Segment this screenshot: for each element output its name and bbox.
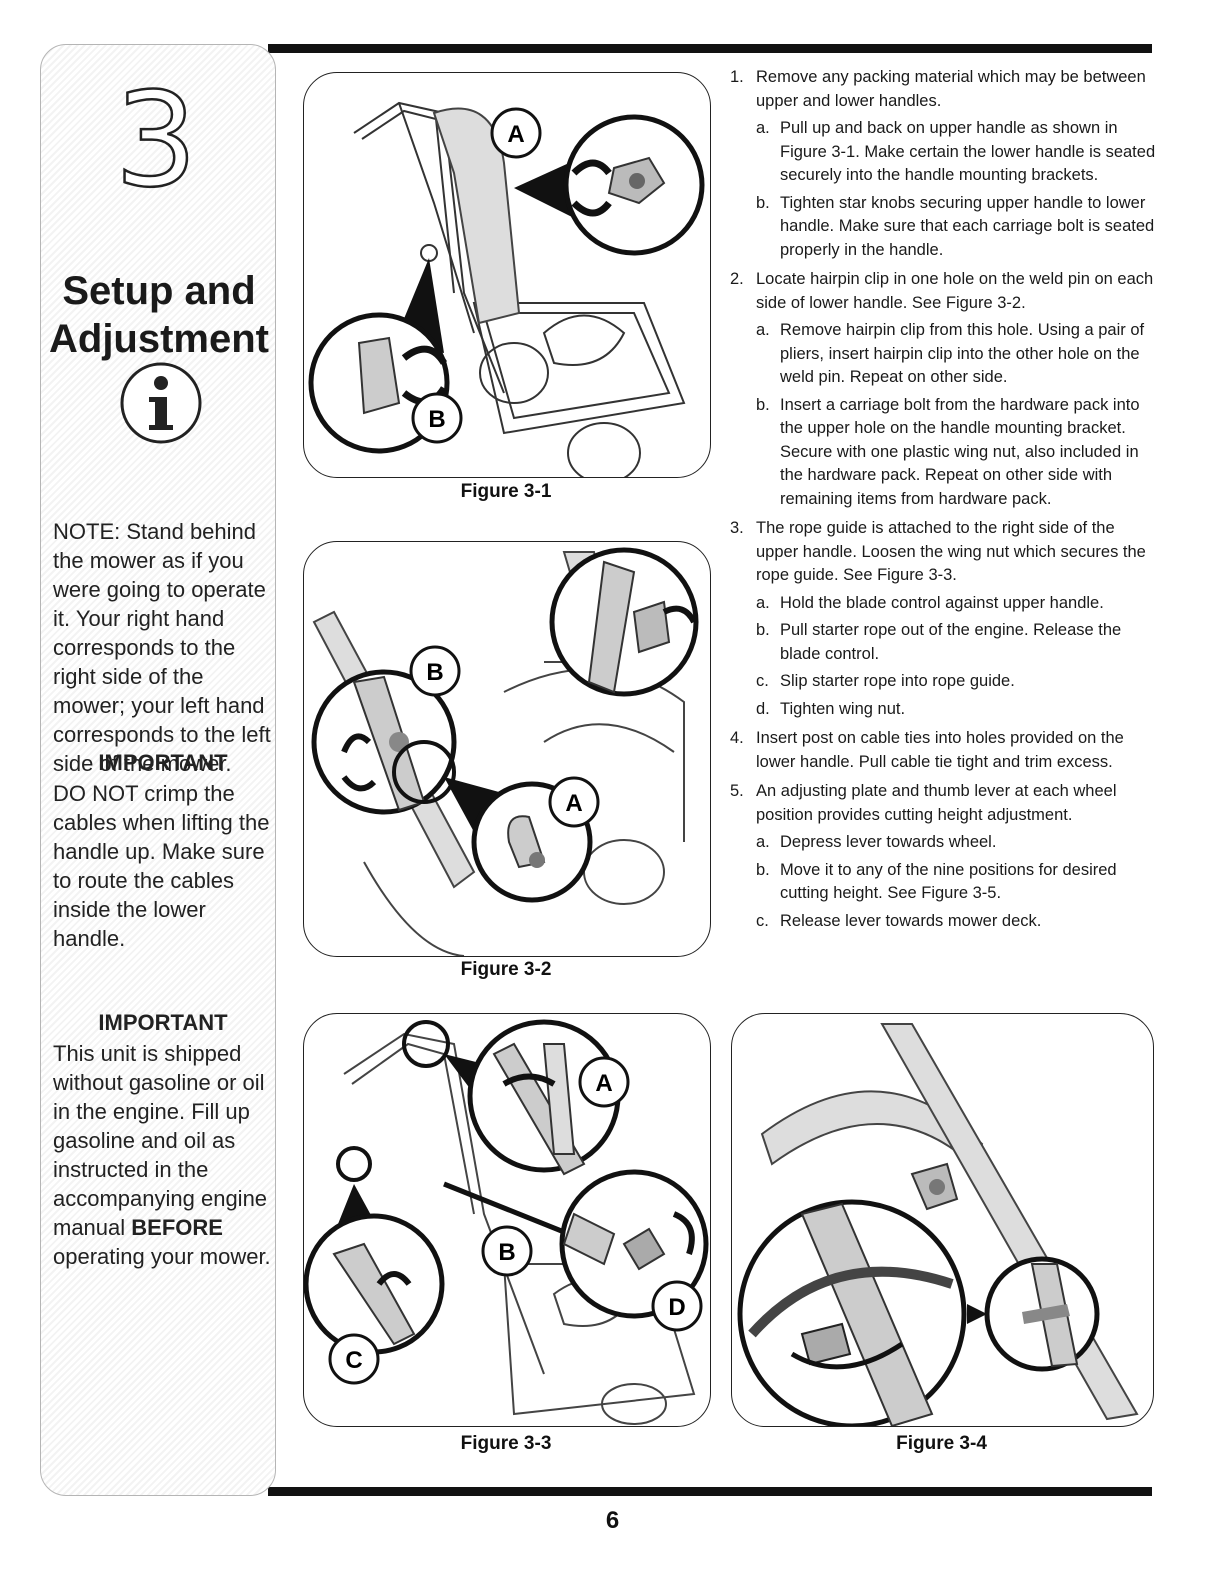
substep-letter: b. [756, 621, 770, 639]
chapter-title: Setup and Adjustment [41, 267, 277, 363]
substep-letter: a. [756, 833, 770, 851]
info-icon [120, 362, 202, 444]
step-number: 5. [730, 782, 744, 800]
substep-text: Release lever towards mower deck. [780, 911, 1042, 930]
substep-text: Hold the blade control against upper han… [780, 593, 1104, 612]
figure-3-4-caption: Figure 3-4 [896, 1433, 987, 1454]
bottom-rule [268, 1487, 1152, 1496]
important-box-2: IMPORTANT This unit is shipped without g… [53, 1008, 273, 1271]
step-text: Insert post on cable ties into holes pro… [756, 729, 1124, 771]
instruction-substep: c. Release lever towards mower deck. [756, 910, 1158, 934]
important-heading: IMPORTANT [98, 1010, 228, 1035]
instruction-substep: b. Move it to any of the nine positions f… [756, 859, 1158, 906]
figure-label: A [565, 790, 582, 817]
figure-3-3-caption: Figure 3-3 [460, 1433, 552, 1454]
figure-3-4 [731, 1013, 1154, 1427]
step-text: Remove any packing material which may be… [756, 68, 1146, 110]
instruction-substep: c. Slip starter rope into rope guide. [756, 670, 1158, 694]
substep-letter: a. [756, 119, 770, 137]
note-text: NOTE: Stand behind the mower as if you w… [53, 519, 271, 776]
page-number: 6 [605, 1507, 620, 1534]
instruction-substep: d. Tighten wing nut. [756, 698, 1158, 722]
substep-text: Pull starter rope out of the engine. Rel… [780, 621, 1122, 663]
top-rule [268, 44, 1152, 53]
figure-3-4-illustration [737, 1023, 1139, 1426]
step-number: 3. [730, 519, 744, 537]
substep-letter: b. [756, 193, 770, 212]
substep-letter: a. [756, 593, 770, 612]
substep-letter: d. [756, 699, 770, 718]
instruction-substep: a. Hold the blade control against upper h… [756, 592, 1158, 616]
figure-label: B [428, 406, 445, 433]
substep-letter: c. [756, 672, 769, 690]
substep-text: Slip starter rope into rope guide. [780, 672, 1015, 690]
important-text-tail: operating your mower. [53, 1244, 271, 1269]
figure-label: B [498, 1239, 515, 1266]
figure-label: C [345, 1347, 362, 1374]
substep-text: Pull up and back on upper handle as show… [780, 119, 1156, 184]
instruction-substep: a. Pull up and back on upper handle as sh… [756, 117, 1158, 188]
instruction-substep: a. Remove hairpin clip from this hole. Us… [756, 319, 1158, 390]
instruction-step: 1. Remove any packing material which may … [730, 66, 1158, 262]
important-heading: IMPORTANT [98, 750, 228, 775]
figure-3-2: B A [303, 541, 711, 957]
instruction-list: 1. Remove any packing material which may … [730, 66, 1158, 933]
figure-label: A [595, 1070, 612, 1097]
step-number: 1. [730, 68, 744, 86]
step-number: 2. [730, 270, 744, 288]
figure-label: A [507, 121, 524, 148]
important-text: This unit is shipped without gasoline or… [53, 1041, 268, 1240]
important-emphasis: BEFORE [131, 1215, 223, 1240]
step-text: An adjusting plate and thumb lever at ea… [756, 782, 1117, 824]
figure-3-2-illustration: B A [311, 547, 699, 956]
figure-3-1-illustration: A B [308, 101, 705, 477]
substep-letter: a. [756, 321, 770, 339]
important-text: DO NOT crimp the cables when lifting the… [53, 781, 270, 951]
chapter-sidebar: 3 Setup and Adjustment NOTE: Stand behin… [40, 44, 276, 1496]
figure-label: B [426, 659, 443, 686]
instruction-substep: b. Pull starter rope out of the engine. R… [756, 619, 1158, 666]
instruction-step: 4. Insert post on cable ties into holes p… [730, 727, 1158, 774]
substep-text: Tighten star knobs securing upper handle… [780, 193, 1155, 259]
substep-text: Insert a carriage bolt from the hardware… [780, 395, 1140, 508]
figure-3-2-caption: Figure 3-2 [460, 959, 552, 980]
instruction-substep: a. Depress lever towards wheel. [756, 831, 1158, 855]
step-text: The rope guide is attached to the right … [756, 519, 1146, 584]
substep-letter: b. [756, 395, 770, 414]
chapter-number: 3 [113, 64, 198, 216]
instruction-step: 5. An adjusting plate and thumb lever at … [730, 780, 1158, 933]
step-number: 4. [730, 729, 744, 747]
substep-letter: b. [756, 860, 770, 879]
figure-3-1-caption: Figure 3-1 [460, 481, 552, 502]
instruction-step: 3. The rope guide is attached to the righ… [730, 517, 1158, 721]
substep-text: Remove hairpin clip from this hole. Usin… [780, 321, 1145, 386]
instruction-substep: b. Insert a carriage bolt from the hardwa… [756, 394, 1158, 512]
chapter-title-line2: Adjustment [49, 317, 269, 361]
instruction-step: 2. Locate hairpin clip in one hole on the… [730, 268, 1158, 511]
instruction-substep: b. Tighten star knobs securing upper hand… [756, 192, 1158, 263]
substep-text: Depress lever towards wheel. [780, 833, 997, 851]
substep-text: Tighten wing nut. [780, 699, 906, 718]
substep-text: Move it to any of the nine positions for… [780, 860, 1117, 903]
instructions: 1. Remove any packing material which may … [730, 66, 1158, 939]
substep-letter: c. [756, 911, 769, 930]
step-text: Locate hairpin clip in one hole on the w… [756, 270, 1154, 312]
figure-3-3-illustration: A B D C [304, 1019, 709, 1425]
figure-label: D [668, 1294, 685, 1321]
important-box-1: IMPORTANT DO NOT crimp the cables when l… [53, 748, 273, 953]
chapter-title-line1: Setup and [62, 269, 256, 313]
figure-3-1: A B [303, 72, 711, 478]
figure-3-3: A B D C [303, 1013, 711, 1427]
